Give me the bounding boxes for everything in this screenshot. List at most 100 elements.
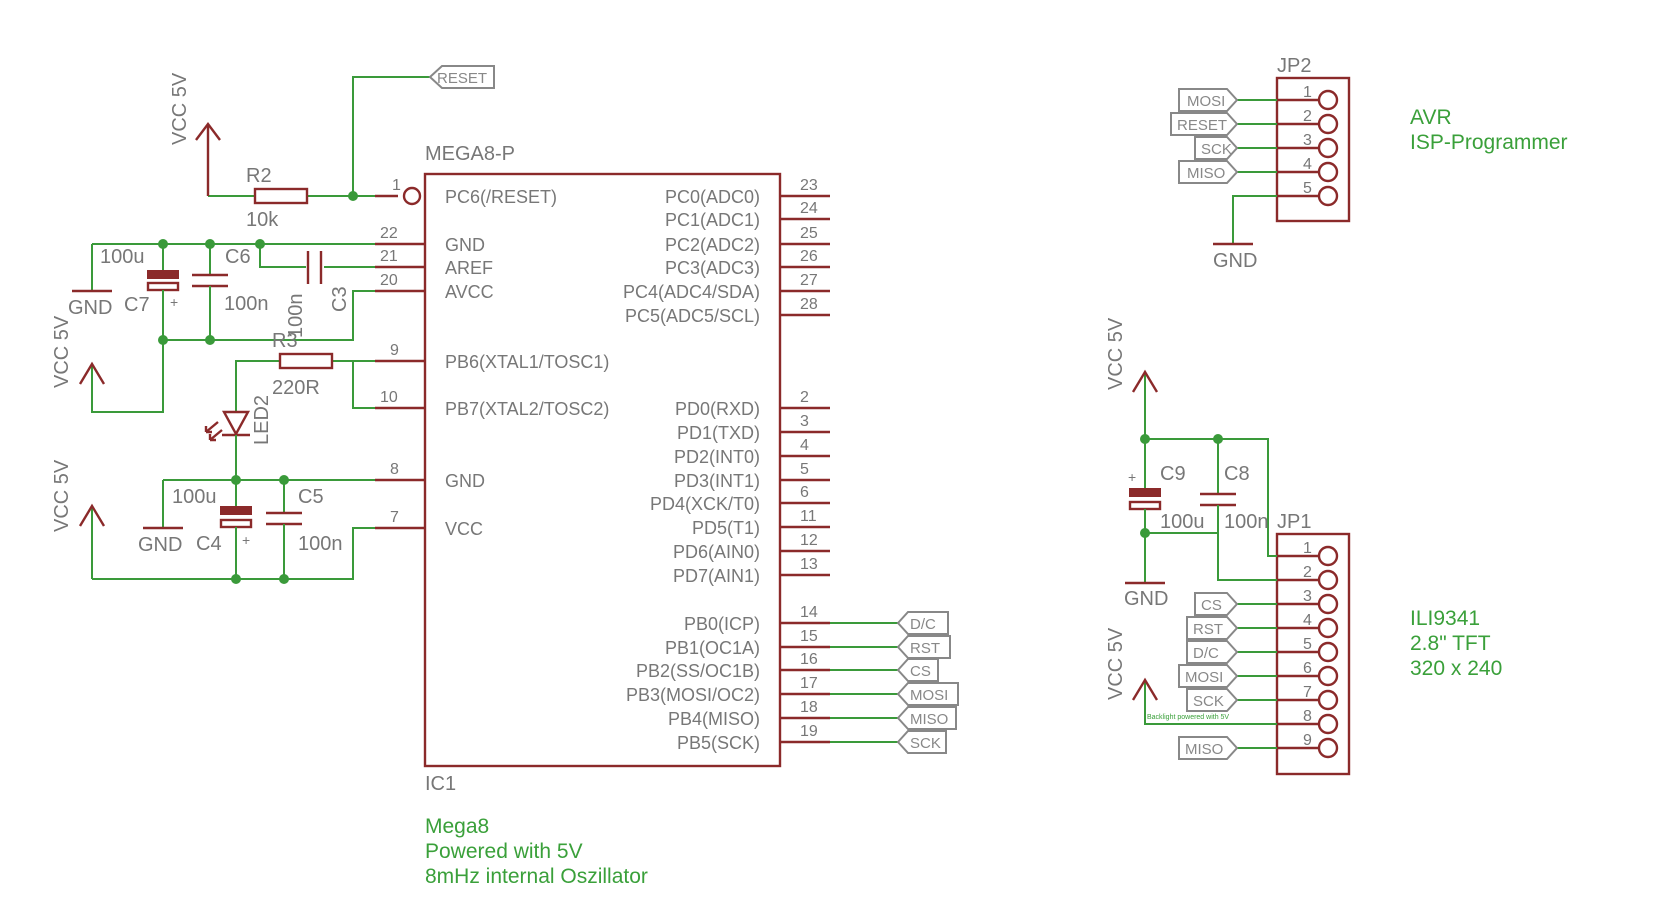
label-cs-pb2 [896, 658, 939, 682]
jp1-label-dc: D/C [1193, 645, 1219, 662]
ic1-note-line-3: 8mHz internal Oszillator [425, 865, 648, 888]
ic1-pin-name-pb1: PB1(OC1A) [665, 638, 760, 658]
label-mosi-pb3 [896, 682, 959, 706]
ic1-pin-num-14: 14 [800, 604, 818, 621]
label-mosi-pb3-text: MOSI [910, 687, 948, 704]
ic1-pin-name-pd3: PD3(INT1) [674, 471, 760, 491]
jp1-pin-7: 7 [1303, 684, 1312, 701]
jp1-header: JP1 1 2 3 4 5 6 7 8 9 [1105, 317, 1502, 776]
c8-value: 100n [1224, 511, 1269, 533]
ic1-pin-num-21: 21 [380, 248, 398, 265]
jp1-label-miso: MISO [1185, 741, 1223, 758]
jp2-pin-3: 3 [1303, 132, 1312, 149]
label-sck-pb5-text: SCK [910, 735, 941, 752]
r2-value: 10k [246, 209, 279, 231]
r2-resistor [253, 187, 309, 205]
ic1-pin-name-avcc: AVCC [445, 282, 494, 302]
c9-plus: + [1128, 469, 1136, 485]
vcc-arrow-icon [1131, 369, 1159, 393]
ic1-pin-num-20: 20 [380, 272, 398, 289]
label-rst-pb1 [896, 635, 951, 659]
label-cs-pb2-text: CS [910, 663, 931, 680]
gnd-label-c4: GND [138, 534, 182, 556]
ic1-pin-name-gnd2: GND [445, 471, 485, 491]
ic1-pin-name-pb2: PB2(SS/OC1B) [636, 661, 760, 681]
c9-value: 100u [1160, 511, 1205, 533]
ic1-pin-num-27: 27 [800, 272, 818, 289]
vcc-arrow-icon [195, 122, 221, 141]
ic1-pin-name-pb4: PB4(MISO) [668, 709, 760, 729]
ic1-pin-num-7: 7 [390, 509, 399, 526]
ic1-pin-name-pc5: PC5(ADC5/SCL) [625, 306, 760, 326]
r3-value: 220R [272, 377, 320, 399]
jp1-label-rst: RST [1193, 621, 1223, 638]
ic1-pin-name-pd5: PD5(T1) [692, 518, 760, 538]
reset-net-label [428, 65, 495, 89]
c3-ref: C3 [329, 286, 351, 312]
label-miso-pb4 [896, 706, 957, 730]
r3-ref: R3 [272, 330, 298, 352]
ic1-pin-num-3: 3 [800, 413, 809, 430]
ic1-right-pin-numbers: 23 24 25 26 27 28 2 3 4 5 6 11 12 13 14 … [800, 177, 818, 740]
ic1-pin-name-gnd1: GND [445, 235, 485, 255]
ic1-pin-name-pb6: PB6(XTAL1/TOSC1) [445, 352, 609, 372]
label-miso-pb4-text: MISO [910, 711, 948, 728]
ic1-pin-num-8: 8 [390, 461, 399, 478]
ic1-pin-num-16: 16 [800, 651, 818, 668]
jp2-pin-2: 2 [1303, 108, 1312, 125]
jp1-pin-9: 9 [1303, 732, 1312, 749]
ic1-pin-num-10: 10 [380, 389, 398, 406]
ic1-refdes: IC1 [425, 773, 456, 795]
ic1-pin-name-pd6: PD6(AIN0) [673, 542, 760, 562]
vcc-label-bottom: VCC 5V [51, 459, 73, 532]
c4-ref: C4 [196, 533, 222, 555]
ic1-pin-num-15: 15 [800, 628, 818, 645]
label-dc-pb0-text: D/C [910, 616, 936, 633]
c6-ref: C6 [225, 246, 251, 268]
jp1-pin-3: 3 [1303, 588, 1312, 605]
vcc-arrow-icon [78, 503, 106, 527]
label-rst-pb1-text: RST [910, 640, 940, 657]
jp1-pin-8: 8 [1303, 708, 1312, 725]
jp1-pin-4: 4 [1303, 612, 1312, 629]
jp2-header: JP2 1 2 3 4 5 GND MOSI [1170, 55, 1568, 272]
gnd-label-c7: GND [68, 297, 112, 319]
jp1-pin-2: 2 [1303, 564, 1312, 581]
vcc-arrow-icon [1131, 677, 1159, 701]
ic1-pin-name-pb5: PB5(SCK) [677, 733, 760, 753]
jp2-label-miso: MISO [1187, 165, 1225, 182]
avcc-decoupling: GND + 100u C7 C6 100n 100n C3 VCC 5V [51, 239, 375, 413]
ic1-note-line-1: Mega8 [425, 815, 489, 838]
ic1-pin-num-28: 28 [800, 296, 818, 313]
c4-value: 100u [172, 486, 217, 508]
c7-value: 100u [100, 246, 145, 268]
ic1-pin-name-pc6: PC6(/RESET) [445, 187, 557, 207]
ic1-right-pin-names: PC0(ADC0) PC1(ADC1) PC2(ADC2) PC3(ADC3) … [623, 187, 760, 753]
ic1-pin-num-6: 6 [800, 484, 809, 501]
jp1-pin-1: 1 [1303, 540, 1312, 557]
ic1-pin-name-pd7: PD7(AIN1) [673, 566, 760, 586]
ic1-pin-num-17: 17 [800, 675, 818, 692]
led-circuit: R3 220R LED2 [204, 330, 375, 480]
jp1-title-line-1: ILI9341 [1410, 607, 1480, 630]
led2-icon [221, 410, 251, 437]
jp2-title-line-1: AVR [1410, 106, 1452, 129]
ic1-net-labels: D/C RST CS MOSI MISO SCK [830, 611, 959, 754]
ic1-pin-name-pb7: PB7(XTAL2/TOSC2) [445, 399, 609, 419]
ic1-pin-name-pd2: PD2(INT0) [674, 447, 760, 467]
jp2-pin-5: 5 [1303, 180, 1312, 197]
label-sck-pb5 [896, 730, 947, 754]
ic1-pin-name-pd0: PD0(RXD) [675, 399, 760, 419]
ic1-pin-num-5: 5 [800, 461, 809, 478]
r2-ref: R2 [246, 165, 272, 187]
ic1-pin-name-pc3: PC3(ADC3) [665, 258, 760, 278]
jp1-title-line-2: 2.8" TFT [1410, 632, 1491, 655]
ic1-pin-name-pc4: PC4(ADC4/SDA) [623, 282, 760, 302]
reset-net-label-text: RESET [437, 70, 487, 87]
ic1-pin-num-11: 11 [800, 508, 817, 525]
jp2-pin-1: 1 [1303, 84, 1312, 101]
c5-ref: C5 [298, 486, 324, 508]
vcc-label-jp1-bottom: VCC 5V [1105, 627, 1127, 700]
ic1-pin-name-pd1: PD1(TXD) [677, 423, 760, 443]
